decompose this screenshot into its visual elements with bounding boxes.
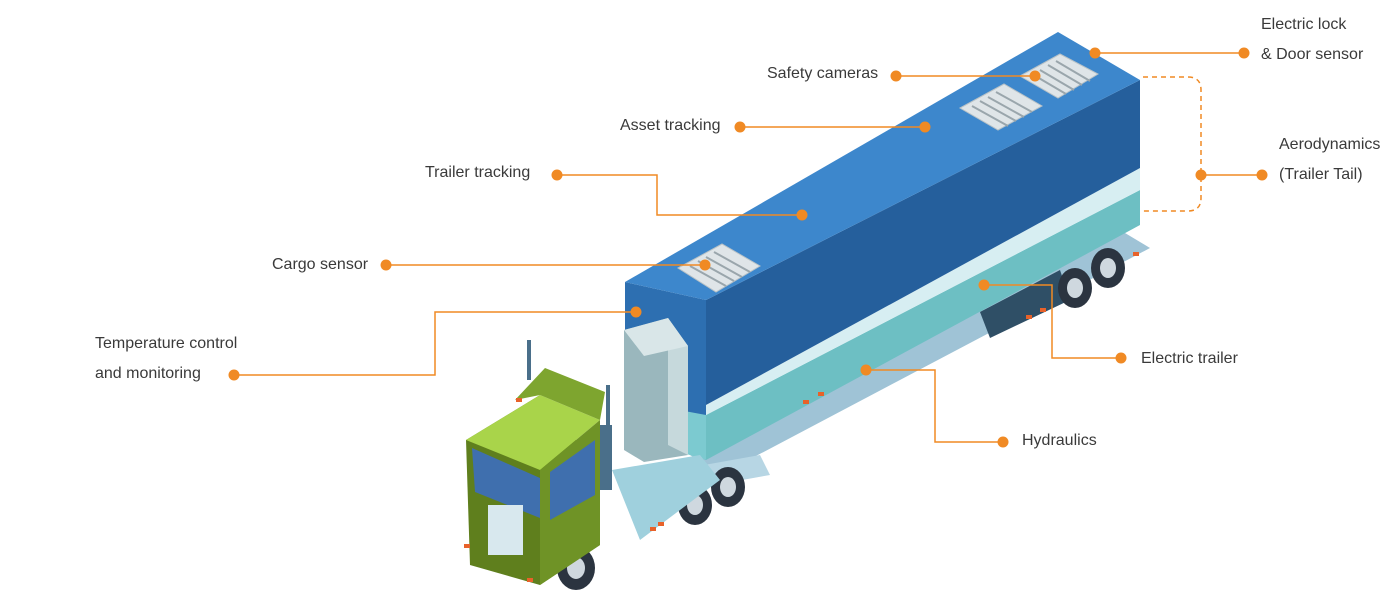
label-trailer-tracking: Trailer tracking [425,164,531,181]
label-aerodynamics-line2: (Trailer Tail) [1279,166,1363,183]
label-electric-lock: Electric lock & Door sensor [1261,10,1363,70]
label-electric-lock-line2: & Door sensor [1261,46,1364,63]
label-electric-lock-line1: Electric lock [1261,16,1347,33]
label-aerodynamics-line1: Aerodynamics [1279,136,1381,153]
marker-lights [464,252,1139,582]
roof-vents [677,53,1100,293]
label-cargo-sensor: Cargo sensor [272,256,369,273]
label-electric-trailer: Electric trailer [1141,350,1238,367]
label-temperature-line1: Temperature control [95,335,238,352]
trailer-wheels [1058,248,1125,308]
reefer-unit [624,318,688,462]
label-temperature: Temperature control and monitoring [95,329,237,389]
label-hydraulics: Hydraulics [1022,432,1097,449]
callout-lines [234,52,1262,443]
trailer-body [625,32,1140,460]
tractor-cab [466,340,720,585]
label-asset-tracking: Asset tracking [620,117,721,134]
label-aerodynamics: Aerodynamics (Trailer Tail) [1279,130,1380,190]
callout-dots [228,47,1268,448]
label-temperature-line2: and monitoring [95,365,201,382]
label-safety-cameras: Safety cameras [767,65,879,82]
